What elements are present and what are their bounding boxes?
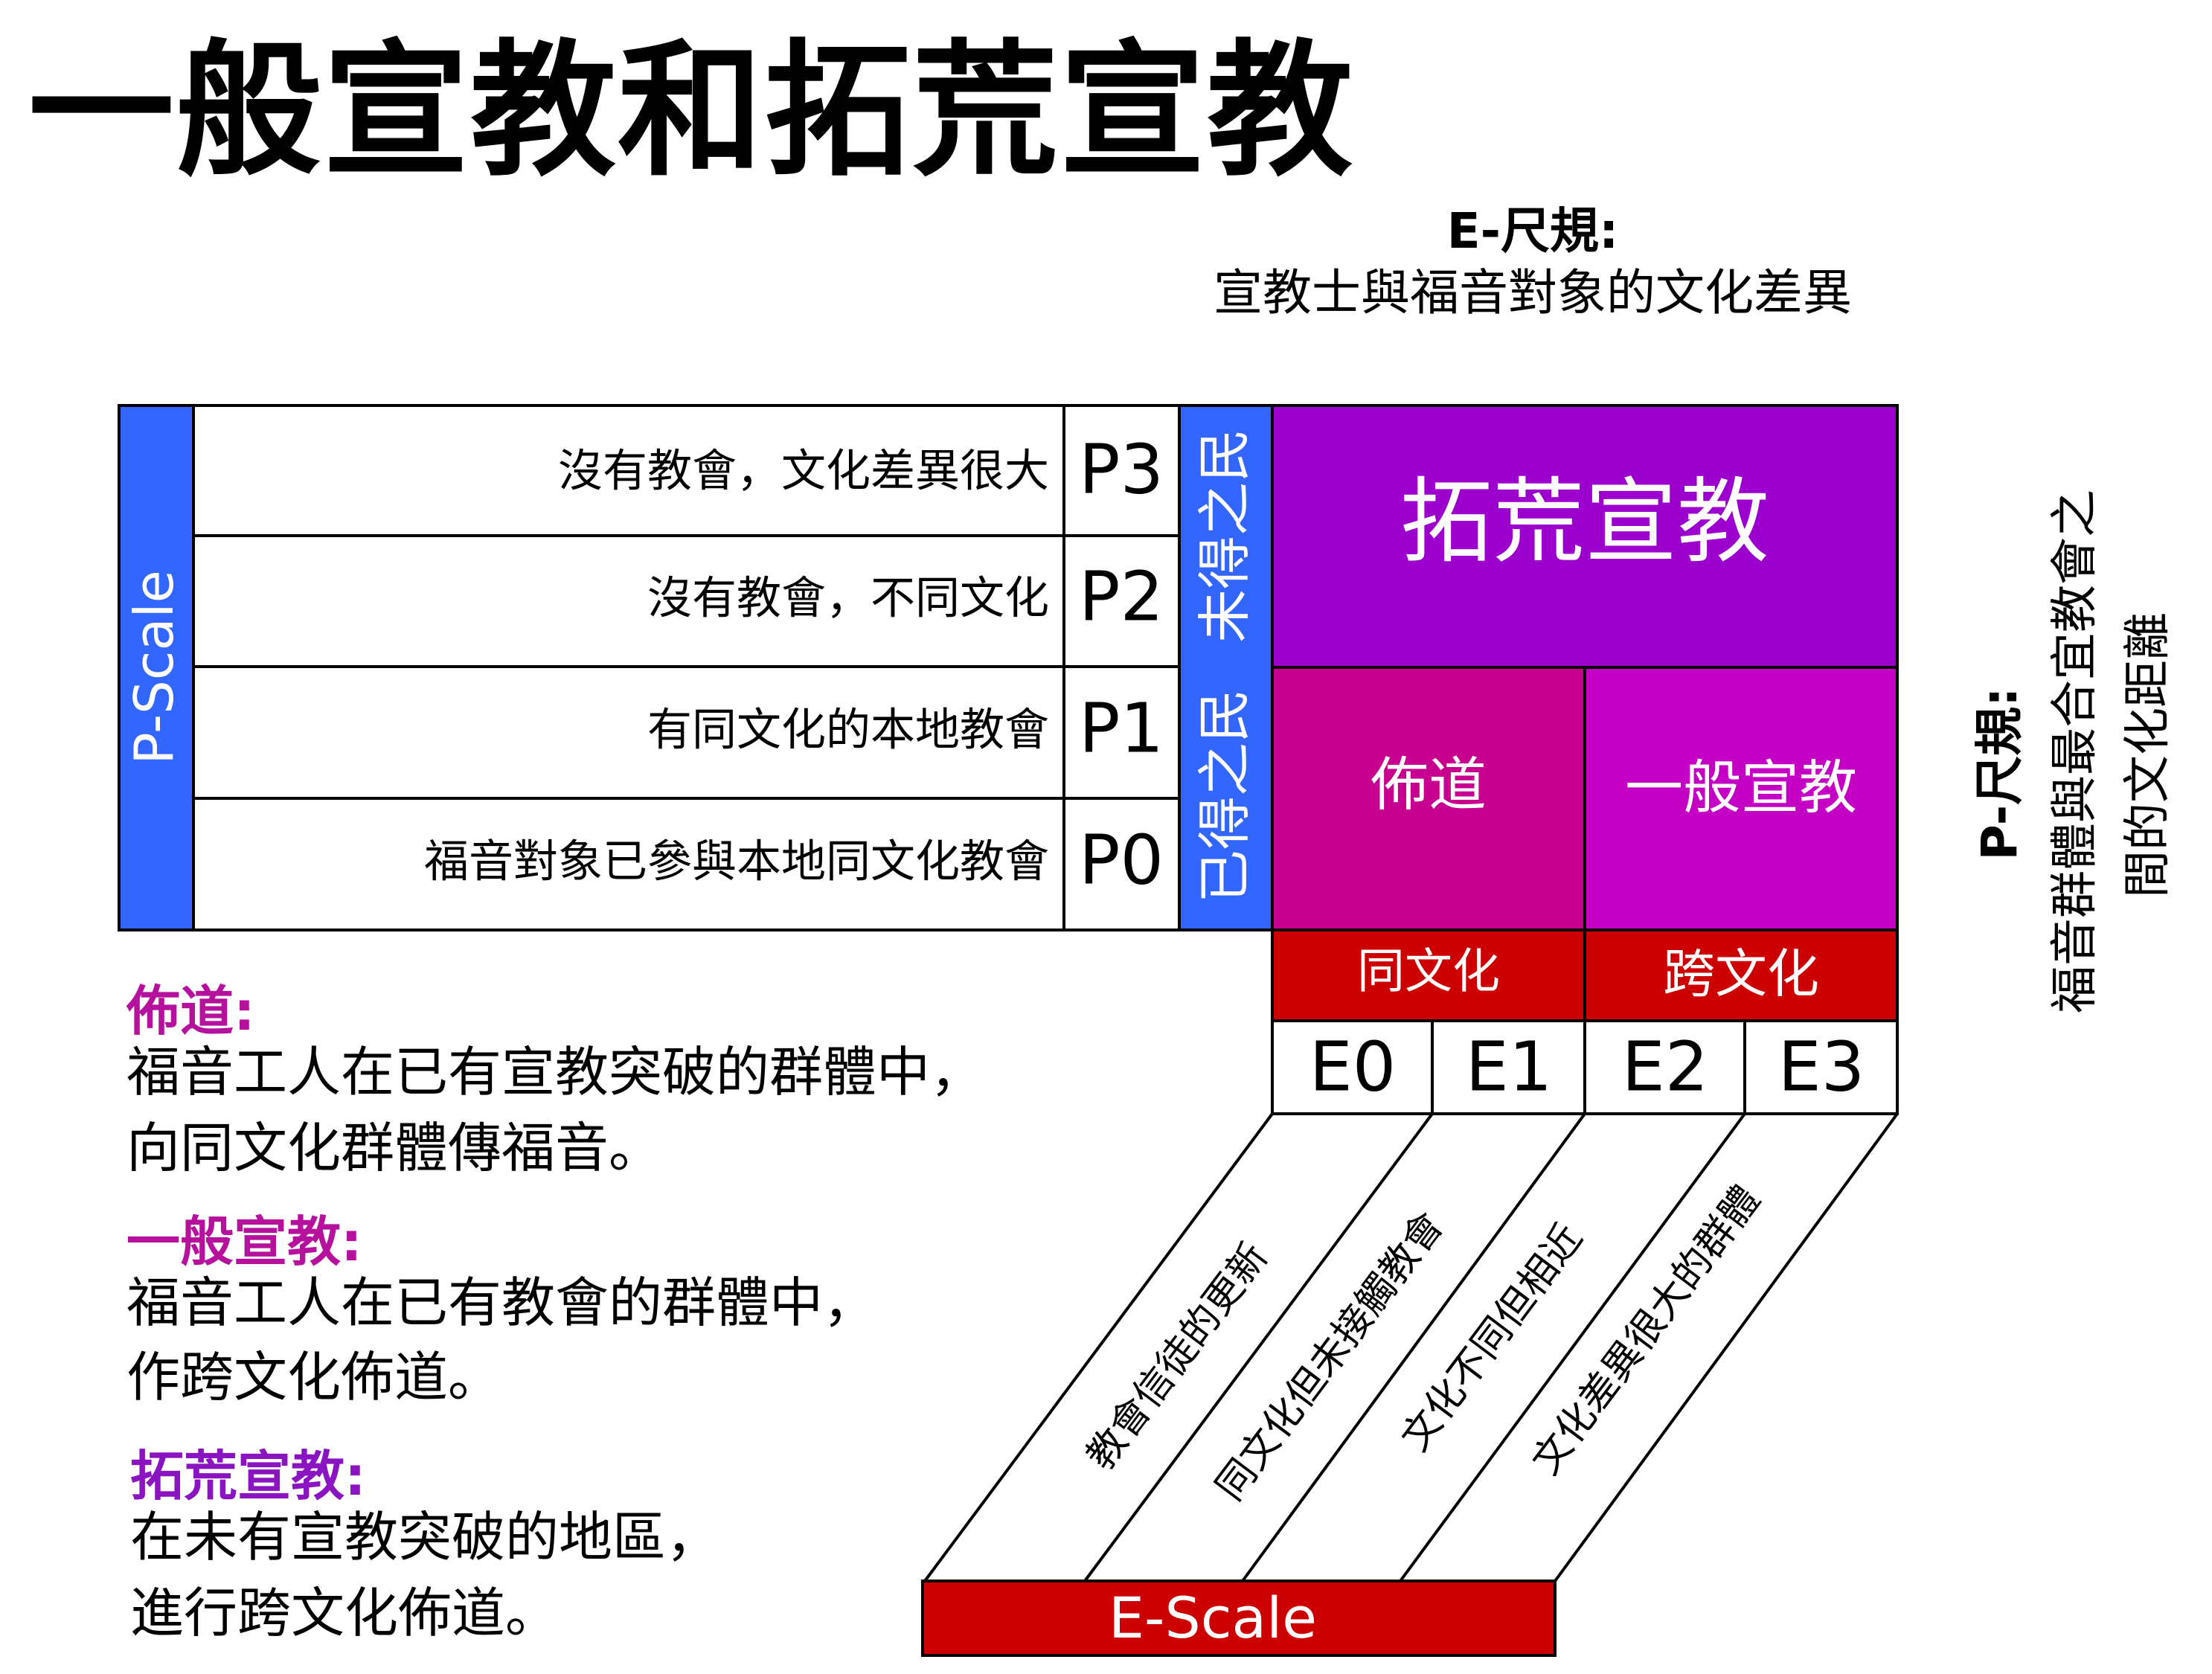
e-scale-header: E-尺規: 宣教士與福音對象的文化差異 [1086, 201, 1979, 324]
same-culture-label: 同文化 [1357, 945, 1500, 1000]
cross-culture-label: 跨文化 [1663, 943, 1819, 1004]
slant-line [1399, 1112, 1746, 1582]
p-scale-subtitle-line2: 間的文化距離 [2120, 612, 2176, 898]
p3-code: P3 [1079, 429, 1164, 509]
reached-label: 已得之民 [1193, 689, 1256, 903]
unreached-label: 未得之民 [1193, 429, 1256, 643]
e-scale-subtitle: 宣教士與福音對象的文化差異 [1214, 263, 1852, 321]
p-scale-label: P-Scale [123, 570, 185, 765]
p0-description: 福音對象已參與本地同文化教會 [424, 836, 1049, 888]
p1-code: P1 [1079, 688, 1164, 768]
e-scale-bar [921, 1580, 1557, 1657]
e0-code: E0 [1309, 1027, 1397, 1106]
regular-missions-definition-line: 福音工人在已有教會的群體中， [126, 1271, 877, 1334]
slant-line [923, 1112, 1274, 1582]
frontier-missions-label: 拓荒宣教 [1400, 469, 1769, 576]
cross-culture-cell [1583, 929, 1899, 1022]
e-scale-label: E-Scale [1109, 1585, 1317, 1651]
evangelism-definition-line: 福音工人在已有宣教突破的群體中， [126, 1041, 984, 1103]
p2-description: 沒有教會，不同文化 [647, 573, 1049, 625]
p3-description: 沒有教會，文化差異很大 [558, 446, 1049, 498]
page-title: 一般宣教和拓荒宣教 [28, 27, 1355, 196]
e-scale-heading: E-尺規: [1446, 202, 1619, 260]
people-group-bar [1178, 404, 1274, 931]
same-culture-cell [1271, 929, 1586, 1022]
p1-description: 有同文化的本地教會 [647, 705, 1049, 757]
evangelism-block [1271, 666, 1586, 931]
regular-missions-label: 一般宣教 [1625, 754, 1857, 821]
slant-line [1241, 1112, 1586, 1582]
p-scale-heading: P-尺規: [1971, 687, 2028, 861]
regular-missions-definition-heading: 一般宣教: [126, 1210, 362, 1273]
frontier-missions-definition-line: 在未有宣教突破的地區， [130, 1506, 720, 1568]
evangelism-label: 佈道 [1371, 751, 1487, 818]
frontier-missions-definition-heading: 拓荒宣教: [130, 1445, 366, 1507]
evangelism-definition-line: 向同文化群體傳福音。 [126, 1117, 663, 1179]
p2-code: P2 [1079, 557, 1164, 636]
p-scale-subtitle-line1: 福音群體與最合宜教會之 [2048, 490, 2103, 1013]
e2-code: E2 [1622, 1027, 1709, 1106]
slant-line [1554, 1112, 1899, 1582]
frontier-missions-definition-line: 進行跨文化佈道。 [130, 1582, 560, 1644]
p0-code: P0 [1079, 820, 1164, 899]
slant-line [1083, 1112, 1434, 1582]
e3-code: E3 [1778, 1027, 1865, 1106]
regular-missions-definition-line: 作跨文化佈道。 [126, 1346, 502, 1408]
evangelism-definition-heading: 佈道: [126, 980, 255, 1042]
e1-code: E1 [1466, 1027, 1553, 1106]
